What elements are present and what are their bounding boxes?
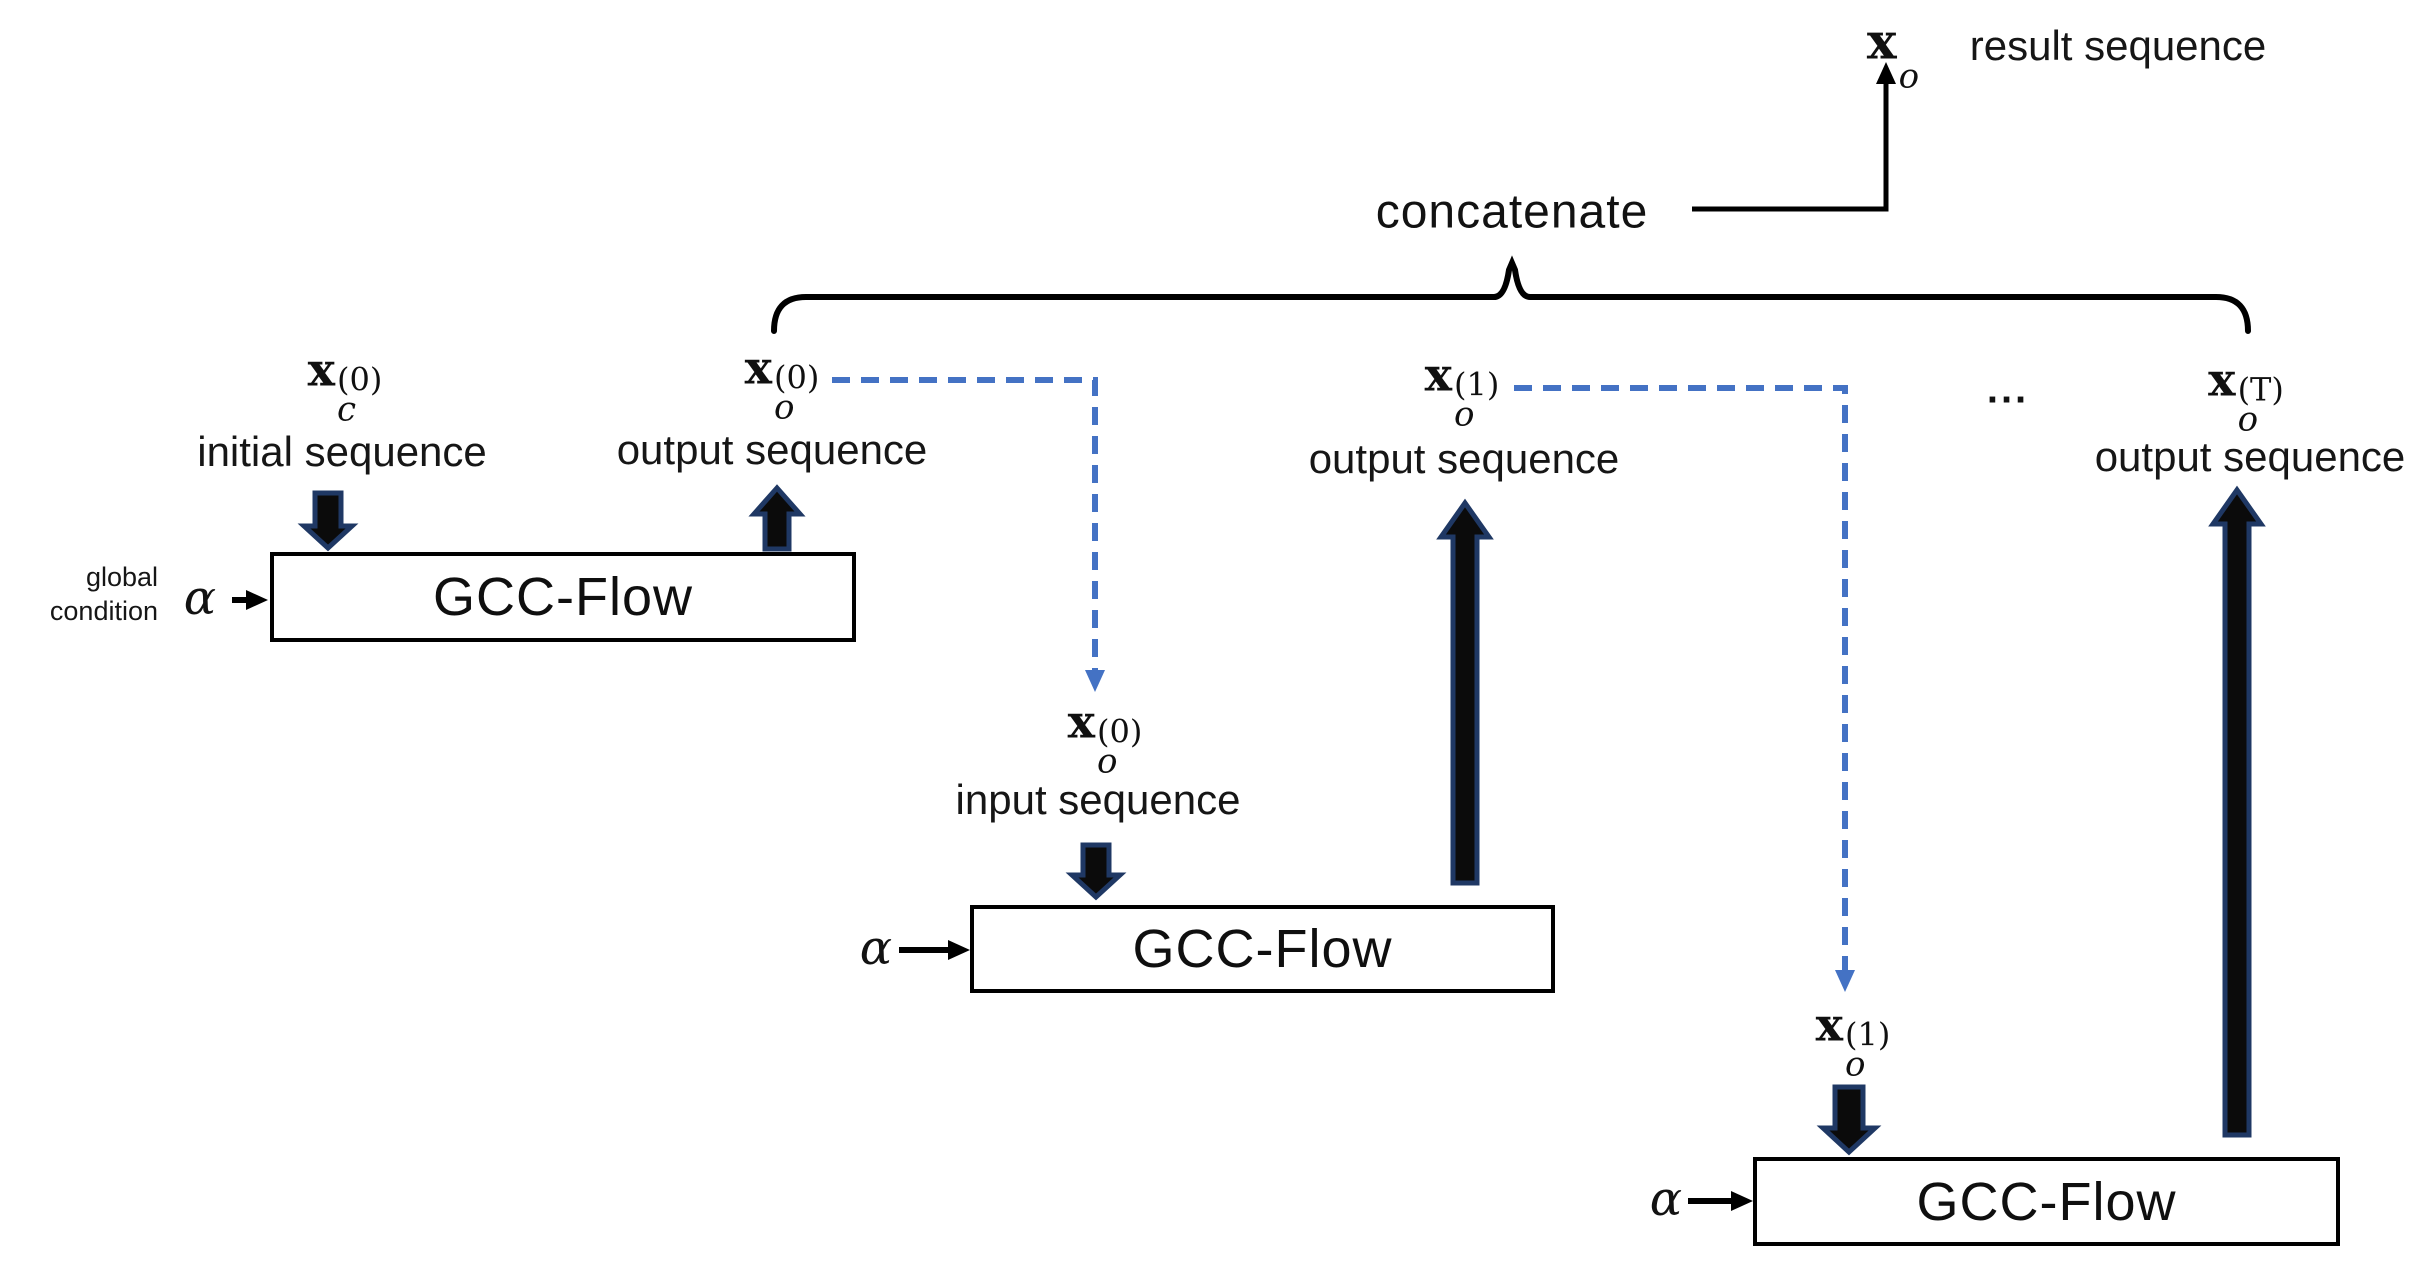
initial-input-arrow-icon [297, 490, 359, 552]
label-output1-math: x(1)o [1424, 347, 1500, 432]
gcc-flow-block-1-label: GCC-Flow [433, 567, 693, 627]
math-sub: o [1898, 56, 1920, 97]
label-outputT-math: x(T)o [2208, 352, 2284, 437]
initial-sequence-caption: initial sequence [197, 428, 487, 475]
label-initial-math: x(0)c [307, 342, 383, 427]
result-sequence-caption: result sequence [1969, 22, 2267, 69]
output1-arrow-icon [1436, 498, 1494, 886]
label-output0-math: x(0)o [744, 340, 820, 425]
math-sub: o [1454, 394, 1475, 435]
math-sup: (1) [1845, 1015, 1891, 1054]
math-base: x [744, 340, 773, 395]
math-sup: (T) [2237, 370, 2284, 409]
dashed-feedback-0 [832, 377, 1098, 670]
math-sub: o [1097, 741, 1118, 782]
alpha-arrow-1-head-icon [246, 590, 268, 610]
alpha-arrow-2-head-icon [948, 940, 970, 960]
global-condition-line1: global [85, 562, 158, 592]
output-sequence-caption-1: output sequence [616, 426, 928, 473]
math-sub: o [774, 387, 795, 428]
math-base: x [1866, 11, 1897, 71]
dashed-feedback-1 [1514, 385, 1848, 970]
output-sequence-caption-2: output sequence [1308, 435, 1620, 482]
input1-arrow-icon [1816, 1084, 1882, 1156]
ellipsis-label: ... [1986, 367, 2030, 412]
math-sub: o [2237, 399, 2259, 440]
output-sequence-caption-3: output sequence [2094, 433, 2406, 480]
alpha-symbol-3: α [1649, 1171, 1683, 1227]
outputT-arrow-icon [2208, 485, 2266, 1138]
gcc-flow-block-2: GCC-Flow [970, 905, 1555, 993]
math-base: x [2208, 352, 2236, 407]
alpha-arrow-3-head-icon [1731, 1191, 1753, 1211]
alpha-symbol-2: α [859, 920, 893, 976]
math-base: x [1067, 694, 1096, 749]
global-condition-label: global condition [18, 560, 158, 628]
math-base: x [1424, 347, 1453, 402]
input0-arrow-icon [1065, 842, 1127, 901]
dashed-feedback-1-arrowhead-icon [1835, 970, 1855, 992]
concatenate-brace [771, 255, 2251, 334]
math-base: x [307, 342, 336, 397]
output0-arrow-icon [748, 484, 806, 552]
math-base: x [1815, 997, 1844, 1052]
math-sup: (1) [1454, 365, 1500, 404]
gcc-flow-block-1: GCC-Flow [270, 552, 856, 642]
label-input1-math: x(1)o [1815, 997, 1891, 1082]
math-sub: o [1845, 1044, 1866, 1085]
alpha-symbol-1: α [183, 570, 217, 626]
concatenate-to-result-line [1692, 80, 1889, 212]
math-sup: (0) [774, 358, 820, 397]
label-input0-math: x(0)o [1067, 694, 1143, 779]
gcc-flow-block-2-label: GCC-Flow [1132, 919, 1393, 979]
input-sequence-caption: input sequence [955, 776, 1241, 823]
math-sub: c [337, 389, 357, 430]
gcc-flow-block-3-label: GCC-Flow [1916, 1171, 2177, 1232]
result-arrowhead-icon [1876, 62, 1896, 84]
global-condition-line2: condition [49, 596, 158, 626]
gcc-flow-block-3: GCC-Flow [1753, 1157, 2340, 1246]
concatenate-label: concatenate [1375, 185, 1649, 239]
dashed-feedback-0-arrowhead-icon [1085, 670, 1105, 692]
math-sup: (0) [1097, 712, 1143, 751]
math-sup: (0) [337, 360, 383, 399]
